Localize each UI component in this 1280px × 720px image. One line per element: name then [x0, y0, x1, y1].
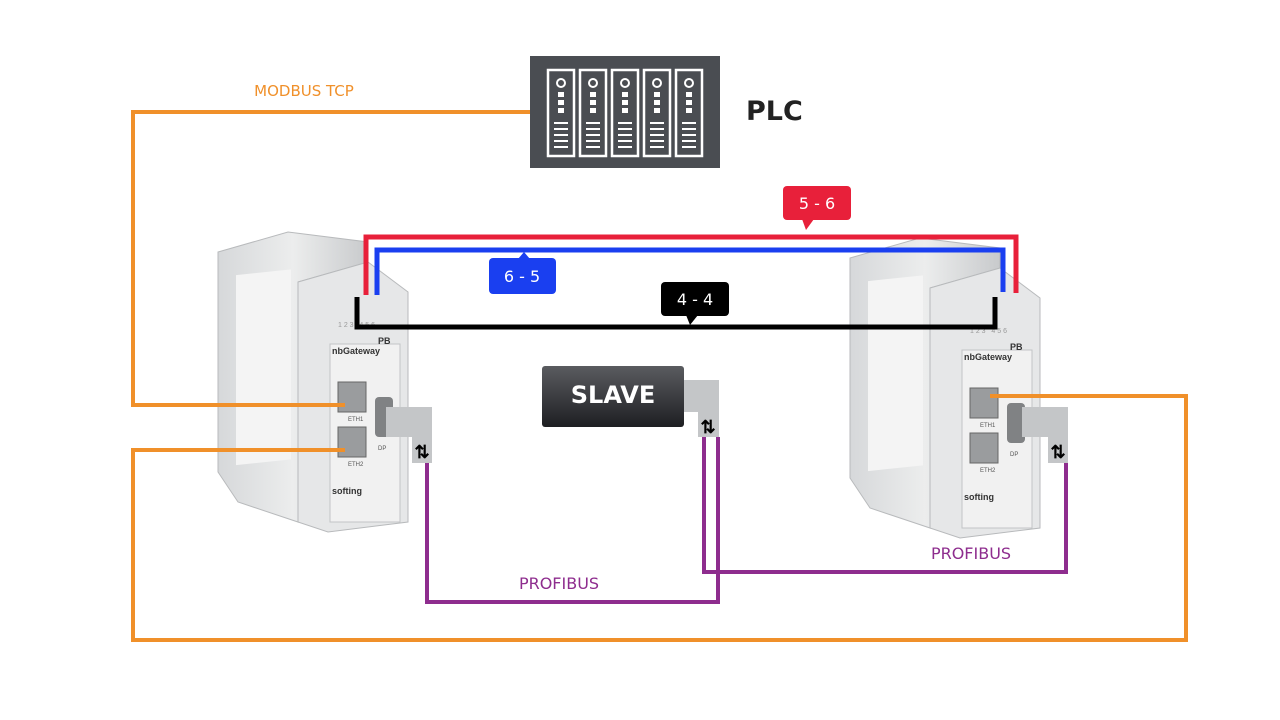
- profibus-line-left: [425, 437, 720, 604]
- rack-module: [622, 100, 628, 105]
- rack-module: [586, 146, 600, 148]
- rack-module: [686, 108, 692, 113]
- eth1-port: [337, 381, 367, 413]
- rack-module: [654, 108, 660, 113]
- device-brand-label: softing: [964, 492, 994, 502]
- bidirectional-arrow-icon: ⇅: [1050, 442, 1065, 462]
- rack-module: [586, 134, 600, 136]
- modbus-tcp-label: MODBUS TCP: [254, 82, 354, 100]
- rack-module: [556, 78, 566, 88]
- rack-module: [674, 68, 704, 158]
- gateway-device-right: nbGateway PB 1 2 3 4 5 6 ETH1 ETH2 DP so…: [849, 237, 1041, 539]
- rack-module: [590, 108, 596, 113]
- rack-module: [686, 100, 692, 105]
- rack-module: [558, 108, 564, 113]
- device-brand-label: softing: [332, 486, 362, 496]
- slave-label: SLAVE: [571, 381, 656, 409]
- rack-module: [650, 140, 664, 142]
- profibus-label-left: PROFIBUS: [519, 574, 599, 593]
- rack-module: [558, 92, 564, 97]
- wire-label-blue-text: 6 - 5: [504, 267, 540, 286]
- rack-module: [686, 92, 692, 97]
- rack-module: [682, 128, 696, 130]
- rack-module: [650, 134, 664, 136]
- device-eth1-label: ETH1: [348, 417, 364, 423]
- device-model-label: nbGateway: [332, 346, 380, 356]
- rack-module: [618, 146, 632, 148]
- device-dp-label: DP: [378, 446, 386, 452]
- rack-module: [554, 140, 568, 142]
- wire-blue: [374, 247, 1006, 295]
- rack-module: [618, 128, 632, 130]
- dp-port: [1007, 403, 1025, 443]
- profibus-connector-left: ⇅: [386, 407, 432, 463]
- rack-module: [650, 128, 664, 130]
- profibus-line-right: [702, 437, 1068, 574]
- device-model-label: nbGateway: [964, 352, 1012, 362]
- device-eth1-label: ETH1: [980, 423, 996, 429]
- eth1-port: [969, 387, 999, 419]
- wire-label-black-text: 4 - 4: [677, 290, 713, 309]
- rack-module: [586, 128, 600, 130]
- rack-module: [622, 108, 628, 113]
- device-eth2-label: ETH2: [348, 462, 364, 468]
- rack-module: [622, 92, 628, 97]
- rack-module: [682, 122, 696, 124]
- device-port-label: PB: [378, 336, 391, 346]
- rack-module: [652, 78, 662, 88]
- wire-black: [354, 297, 998, 330]
- rack-module: [588, 78, 598, 88]
- rack-module: [618, 140, 632, 142]
- device-port-label: PB: [1010, 342, 1023, 352]
- slave-device: ⇅ SLAVE: [542, 366, 719, 437]
- device-dp-label: DP: [1010, 452, 1018, 458]
- rack-module: [618, 134, 632, 136]
- rack-module: [554, 128, 568, 130]
- rack-module: [586, 140, 600, 142]
- modbus-tcp-line-plc: [131, 110, 530, 407]
- rack-module: [586, 122, 600, 124]
- rack-module: [620, 78, 630, 88]
- profibus-label-right: PROFIBUS: [931, 544, 1011, 563]
- rack-module: [578, 68, 608, 158]
- modbus-tcp-line-loop: [131, 394, 1188, 642]
- rack-module: [682, 140, 696, 142]
- bidirectional-arrow-icon: ⇅: [700, 417, 715, 437]
- rack-module: [654, 92, 660, 97]
- rack-module: [654, 100, 660, 105]
- rack-module: [618, 122, 632, 124]
- rack-module: [650, 122, 664, 124]
- rack-module: [590, 100, 596, 105]
- wire-red: [363, 234, 1019, 295]
- profibus-connector-right: ⇅: [1022, 407, 1068, 463]
- rack-module: [590, 92, 596, 97]
- rack-module: [684, 78, 694, 88]
- server-rack-icon: [546, 68, 704, 158]
- rack-module: [554, 134, 568, 136]
- device-eth2-label: ETH2: [980, 468, 996, 474]
- eth2-port: [969, 432, 999, 464]
- wire-label-red: 5 - 6: [783, 186, 851, 230]
- eth2-port: [337, 426, 367, 458]
- wire-label-blue: 6 - 5: [489, 252, 556, 294]
- rack-module: [642, 68, 672, 158]
- plc-label: PLC: [746, 96, 803, 127]
- bidirectional-arrow-icon: ⇅: [414, 442, 429, 462]
- device-terminals-label: 1 2 3 4 5 6: [970, 328, 1007, 335]
- wire-label-black: 4 - 4: [661, 282, 729, 325]
- rack-module: [682, 146, 696, 148]
- rack-module: [682, 134, 696, 136]
- rack-module: [546, 68, 576, 158]
- rack-module: [554, 146, 568, 148]
- plc-device: PLC: [530, 56, 803, 168]
- wire-label-red-text: 5 - 6: [799, 194, 835, 213]
- rack-module: [610, 68, 640, 158]
- rack-module: [554, 122, 568, 124]
- rack-module: [650, 146, 664, 148]
- rack-module: [558, 100, 564, 105]
